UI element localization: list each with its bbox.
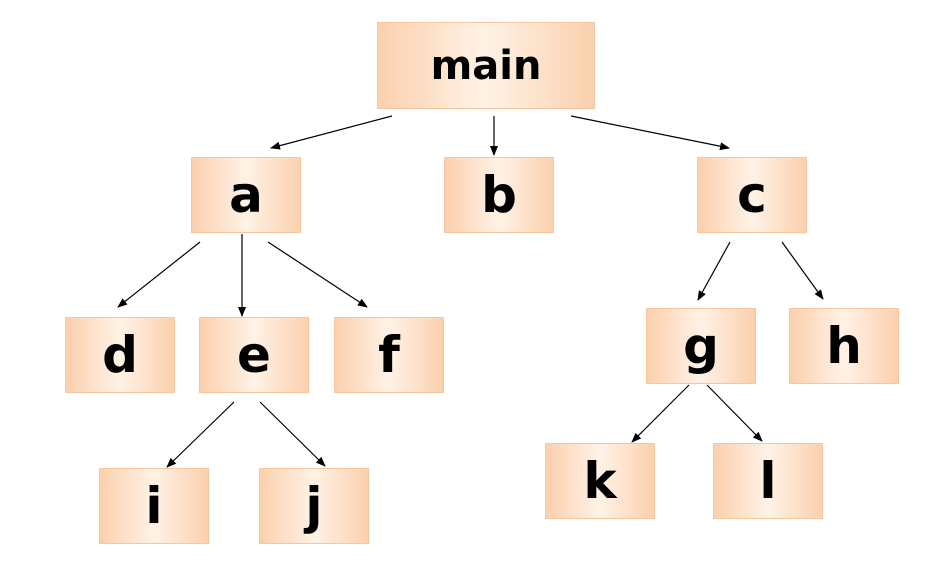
node-c-label: c [737,166,767,224]
arrow-g-to-k [631,384,690,443]
node-f: f [334,317,444,393]
node-g-label: g [683,317,719,375]
arrow-c-to-h [781,241,824,300]
arrow-a-to-d [117,241,201,308]
arrow-main-to-c [570,115,730,151]
node-f-label: f [378,326,400,384]
arrow-c-to-g [697,241,731,301]
arrow-e-to-j [259,401,326,467]
node-i: i [99,468,209,544]
node-h: h [789,308,899,384]
arrow-main-to-a [270,115,393,150]
node-a-label: a [229,166,263,224]
node-a: a [191,157,301,233]
node-e: e [199,317,309,393]
node-main-label: main [430,42,542,89]
node-l-label: l [759,452,777,510]
arrow-e-to-i [166,401,235,468]
node-b: b [444,157,554,233]
node-c: c [697,157,807,233]
node-k-label: k [583,452,617,510]
node-d: d [65,317,175,393]
node-k: k [545,443,655,519]
node-d-label: d [102,326,138,384]
arrow-g-to-l [706,384,763,442]
node-b-label: b [481,166,517,224]
node-j-label: j [305,477,323,535]
node-i-label: i [145,477,163,535]
node-l: l [713,443,823,519]
node-j: j [259,468,369,544]
node-h-label: h [826,317,862,375]
node-g: g [646,308,756,384]
node-main: main [377,22,595,109]
arrow-a-to-f [267,241,368,308]
node-e-label: e [237,326,271,384]
